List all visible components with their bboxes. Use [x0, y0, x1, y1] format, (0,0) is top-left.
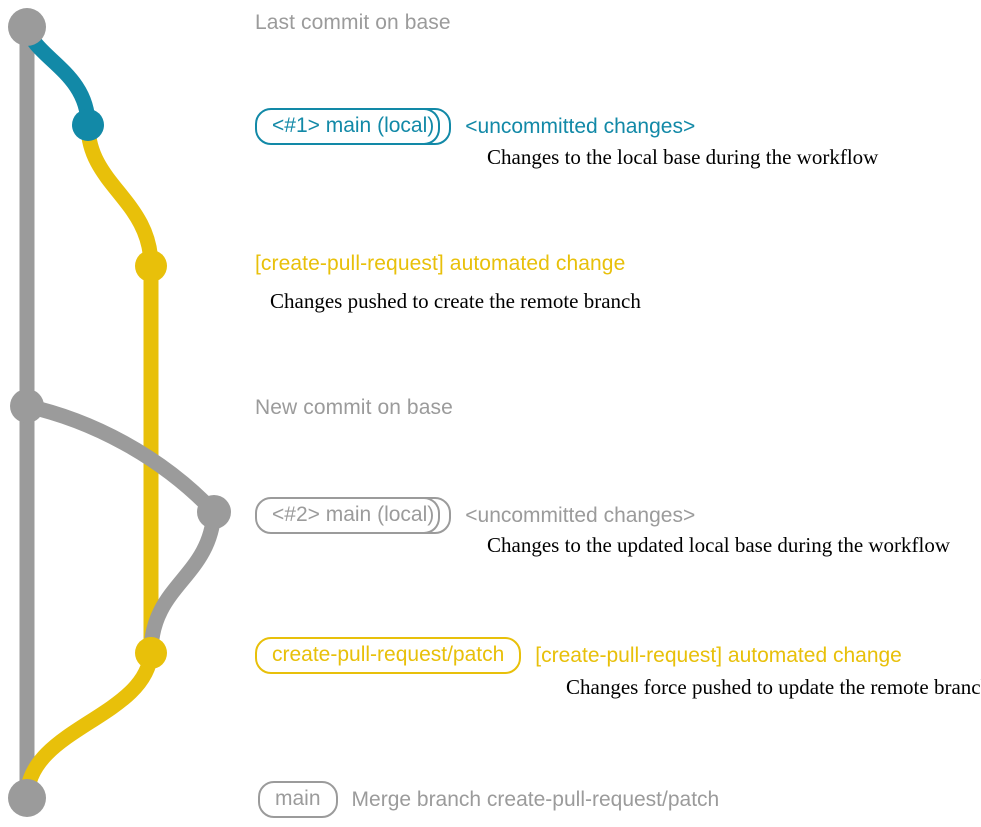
commit-row-last-commit-on-base: Last commit on base	[255, 11, 451, 35]
commit-subject-new-commit-on-base: New commit on base	[255, 396, 453, 419]
edge-local1-to-patch1	[80, 117, 159, 274]
commit-description-patch-create: Changes pushed to create the remote bran…	[270, 289, 641, 313]
edge-local2-to-patch2	[143, 504, 222, 661]
branch-pill-create-pull-request-patch[interactable]: create-pull-request/patch	[255, 637, 522, 674]
commit-subject-last-commit-on-base: Last commit on base	[255, 11, 451, 34]
commit-row-local-2-uncommitted: <#2> main (local) <uncommitted changes>	[255, 497, 695, 534]
commit-description-patch-force-push: Changes force pushed to update the remot…	[566, 675, 981, 699]
commit-node-last-commit-on-base[interactable]	[8, 8, 46, 46]
commit-row-local-1-uncommitted: <#1> main (local) <uncommitted changes>	[255, 108, 695, 145]
commit-subject-local-1-uncommitted: <uncommitted changes>	[465, 114, 696, 138]
commit-row-new-commit-on-base: New commit on base	[255, 396, 453, 420]
commit-subject-patch-create: [create-pull-request] automated change	[255, 252, 626, 275]
commit-subject-merge-commit: Merge branch create-pull-request/patch	[351, 787, 720, 811]
edge-base2-to-local2	[19, 398, 222, 520]
commit-node-local-2-uncommitted[interactable]	[197, 495, 231, 529]
branch-pill-main-local-2[interactable]: <#2> main (local)	[255, 497, 452, 534]
commit-node-patch-force-push[interactable]	[135, 637, 167, 669]
commit-row-patch-force-push: create-pull-request/patch [create-pull-r…	[255, 637, 902, 674]
commit-node-patch-create[interactable]	[135, 250, 167, 282]
edge-patch2-to-merge	[19, 645, 159, 806]
commit-description-local-1-uncommitted: Changes to the local base during the wor…	[487, 145, 879, 169]
commit-row-patch-create: [create-pull-request] automated change	[255, 252, 625, 276]
commit-node-new-commit-on-base[interactable]	[10, 389, 44, 423]
commit-subject-patch-force-push: [create-pull-request] automated change	[535, 643, 902, 667]
branch-pill-main[interactable]: main	[258, 781, 338, 818]
commit-row-merge-commit: main Merge branch create-pull-request/pa…	[258, 781, 719, 818]
commit-description-local-2-uncommitted: Changes to the updated local base during…	[487, 533, 951, 557]
commit-node-local-1-uncommitted[interactable]	[72, 109, 104, 141]
commit-subject-local-2-uncommitted: <uncommitted changes>	[465, 503, 696, 527]
branch-pill-main-local-1[interactable]: <#1> main (local)	[255, 108, 452, 145]
commit-node-merge-commit[interactable]	[8, 779, 46, 817]
